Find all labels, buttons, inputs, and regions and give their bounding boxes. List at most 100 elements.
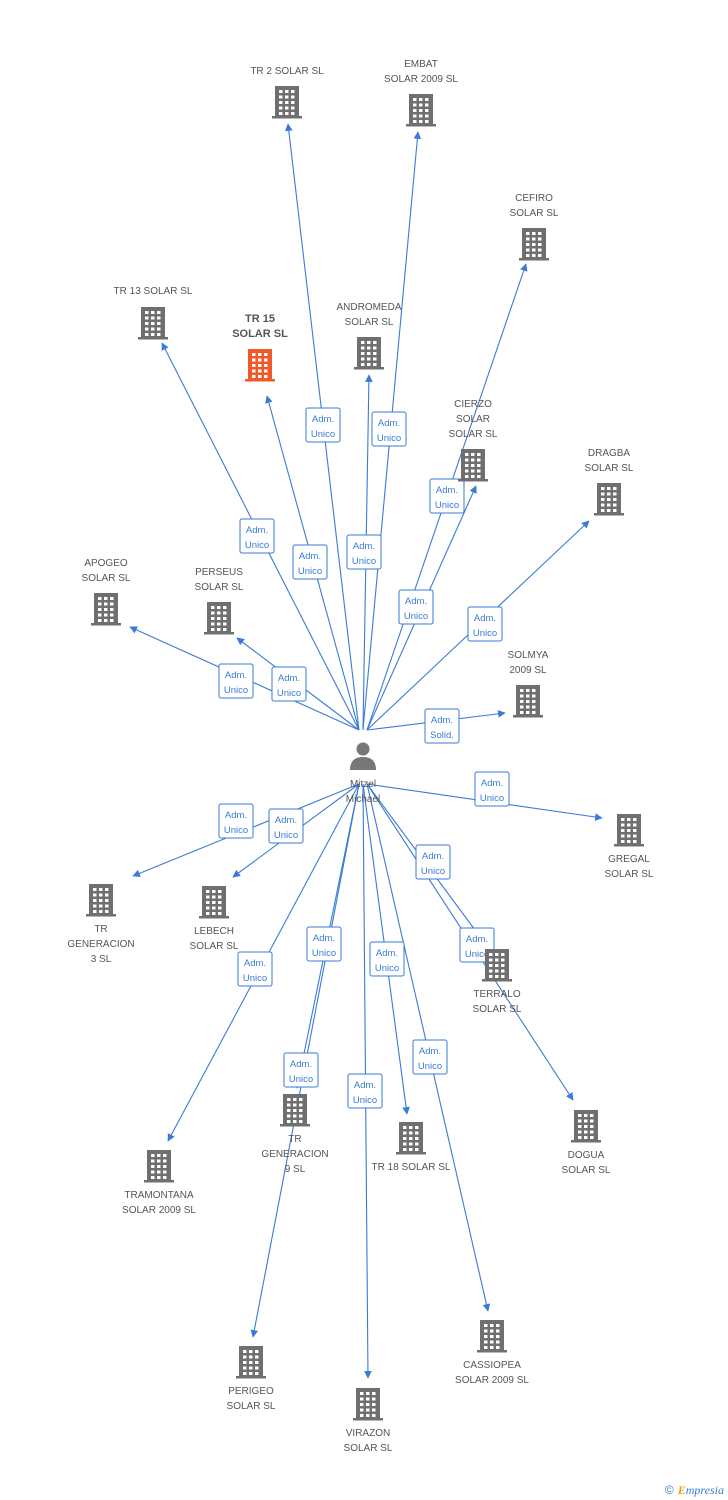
edge-label-text: Unico [224, 825, 248, 836]
company-node-tr13[interactable]: TR 13 SOLAR SL [114, 286, 193, 340]
company-node-tr2[interactable]: TR 2 SOLAR SL [250, 66, 324, 119]
company-name: SOLAR SL [232, 328, 288, 340]
edge-label-text: Unico [404, 611, 428, 622]
edge-label-box [237, 951, 273, 987]
edge-label-text: Adm. [422, 851, 444, 862]
edge-label-text: Adm. [353, 541, 375, 552]
edge-label-cierzo[interactable]: Adm. Unico [398, 589, 434, 625]
edge-label-text: Adm. [419, 1046, 441, 1057]
edge-label-box [283, 1052, 319, 1088]
edge-label-box [305, 407, 341, 443]
edge-label-text: Adm. [378, 418, 400, 429]
company-name: SOLAR SL [510, 208, 559, 219]
company-name: TR 13 SOLAR SL [114, 286, 193, 297]
edge-label-solmya[interactable]: Adm.Solid. [424, 708, 460, 744]
edge-label-box [424, 708, 460, 744]
edge-label-gregal[interactable]: Adm.Unico [474, 771, 510, 807]
company-name: GENERACION [67, 939, 134, 950]
edge-label-text: Unico [473, 628, 497, 639]
building-icon [482, 949, 512, 982]
building-icon [458, 449, 488, 482]
edge-label-tr2[interactable]: Adm.Unico [305, 407, 341, 443]
company-node-solmya[interactable]: SOLMYA 2009 SL [508, 650, 549, 718]
company-name: CIERZO [454, 399, 492, 410]
edge-label-lebech[interactable]: Adm.Unico [268, 808, 304, 844]
company-name: SOLAR SL [344, 1443, 393, 1454]
edge-label-text: Adm. [405, 596, 427, 607]
edge-label-cassiopea[interactable]: Adm.Unico [412, 1039, 448, 1075]
building-icon [280, 1094, 310, 1127]
edge-label-trgen3[interactable]: Adm.Unico [218, 803, 254, 839]
building-icon [144, 1150, 174, 1183]
footer-brand[interactable]: ©Empresia [665, 1483, 724, 1498]
edge-label-terralo[interactable]: Adm.Unico [415, 844, 451, 880]
edge-label-virazon[interactable]: Adm.Unico [347, 1073, 383, 1109]
company-name: 2009 SL [509, 665, 547, 676]
company-name: EMBAT [404, 59, 438, 70]
edge-label-text: Unico [243, 973, 267, 984]
edge-label-perigeo[interactable]: Adm.Unico [283, 1052, 319, 1088]
edge-label-tr15[interactable]: Adm.Unico [292, 544, 328, 580]
edge-label-text: Adm. [436, 485, 458, 496]
edge-label-text: Adm. [246, 525, 268, 536]
edge-label-text: Solid. [430, 730, 454, 741]
edge-label-apogeo[interactable]: Adm.Unico [218, 663, 254, 699]
edge-label-tr13[interactable]: Adm.Unico [239, 518, 275, 554]
building-icon [353, 1388, 383, 1421]
edge-label-text: Unico [274, 830, 298, 841]
edge-label-box [346, 534, 382, 570]
company-name: TR 18 SOLAR SL [372, 1162, 451, 1173]
edge-label-dragba[interactable]: Adm. Unico [467, 606, 503, 642]
brand-name[interactable]: Empresia [677, 1483, 724, 1497]
company-name: TR [94, 924, 107, 935]
edge-label-tramontana[interactable]: Adm.Unico [237, 951, 273, 987]
building-icon [354, 337, 384, 370]
building-icon [199, 886, 229, 919]
edge-label-embat[interactable]: Adm. Unico [371, 411, 407, 447]
company-node-tr18[interactable]: TR 18 SOLAR SL [372, 1122, 451, 1173]
edge-label-perseus[interactable]: Adm.Unico [271, 666, 307, 702]
company-name: PERIGEO [228, 1386, 274, 1397]
edge-label-tr18[interactable]: Adm.Unico [369, 941, 405, 977]
edge-label-box [371, 411, 407, 447]
building-icon [138, 307, 168, 340]
edge-label-text: Unico [311, 429, 335, 440]
edge-label-cefiro[interactable]: Adm.Unico [429, 478, 465, 514]
company-name: ANDROMEDA [336, 302, 401, 313]
building-icon [86, 884, 116, 917]
edge-label-text: Adm. [225, 670, 247, 681]
edge-label-text: Adm. [474, 613, 496, 624]
edge-label-text: Unico [377, 433, 401, 444]
company-name: APOGEO [84, 558, 128, 569]
company-name: SOLMYA [508, 650, 549, 661]
edge-label-andromeda[interactable]: Adm.Unico [346, 534, 382, 570]
edge-label-box [268, 808, 304, 844]
edge-label-box [271, 666, 307, 702]
edge-label-trgen9[interactable]: Adm.Unico [306, 926, 342, 962]
building-icon [477, 1320, 507, 1353]
edge-label-text: Unico [289, 1074, 313, 1085]
company-name: SOLAR SL [585, 463, 634, 474]
company-name: SOLAR SL [473, 1004, 522, 1015]
edge-label-box [467, 606, 503, 642]
